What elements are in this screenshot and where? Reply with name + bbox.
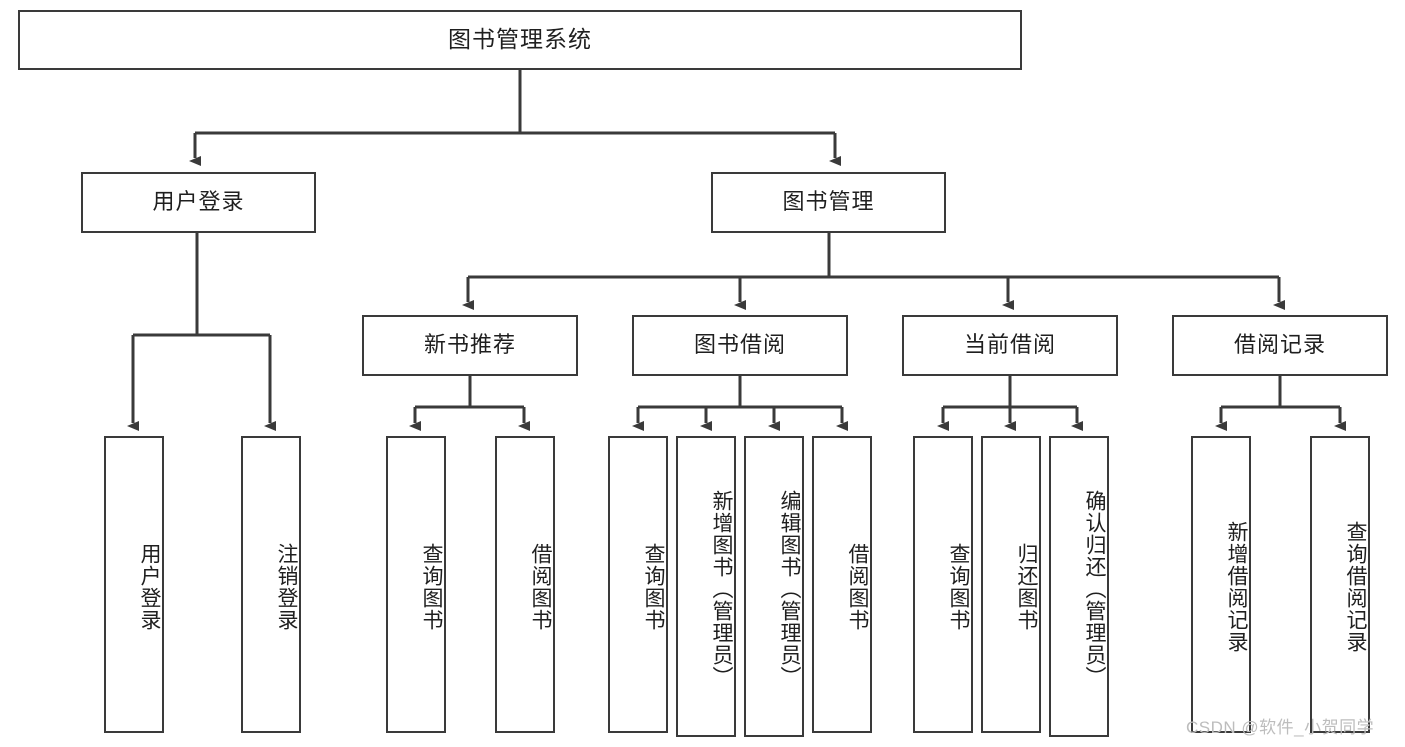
leaf-current-query-book[interactable]: 查询图书: [913, 436, 973, 733]
node-root-system[interactable]: 图书管理系统: [18, 10, 1022, 70]
leaf-borrow-borrow-book[interactable]: 借阅图书: [812, 436, 872, 733]
node-label: 注销登录: [275, 542, 298, 631]
node-label: 新增借阅记录: [1225, 520, 1248, 653]
node-label: 确认归还（管理员）: [1083, 489, 1106, 688]
csdn-watermark: CSDN @软件_小贺同学: [1186, 718, 1375, 737]
node-label: 当前借阅: [963, 332, 1056, 358]
node-label: 借阅记录: [1233, 332, 1326, 358]
node-new-book-recommend[interactable]: 新书推荐: [362, 315, 578, 376]
leaf-new-book-query[interactable]: 查询图书: [386, 436, 446, 733]
node-label: 图书管理: [782, 189, 875, 215]
node-label: 归还图书: [1015, 542, 1038, 631]
node-label: 用户登录: [152, 189, 245, 215]
node-label: 用户登录: [138, 542, 161, 631]
node-current-borrow[interactable]: 当前借阅: [902, 315, 1118, 376]
node-label: 查询图书: [642, 542, 665, 631]
leaf-current-confirm-return-admin[interactable]: 确认归还（管理员）: [1049, 436, 1109, 737]
node-label: 新增图书（管理员）: [710, 489, 733, 688]
node-label: 借阅图书: [529, 542, 552, 631]
node-label: 查询借阅记录: [1344, 520, 1367, 653]
leaf-user-login[interactable]: 用户登录: [104, 436, 164, 733]
leaf-new-book-borrow[interactable]: 借阅图书: [495, 436, 555, 733]
node-book-management[interactable]: 图书管理: [711, 172, 946, 233]
node-label: 查询图书: [947, 542, 970, 631]
leaf-record-query[interactable]: 查询借阅记录: [1310, 436, 1370, 733]
leaf-current-return-book[interactable]: 归还图书: [981, 436, 1041, 733]
leaf-borrow-add-book-admin[interactable]: 新增图书（管理员）: [676, 436, 736, 737]
leaf-borrow-edit-book-admin[interactable]: 编辑图书（管理员）: [744, 436, 804, 737]
node-book-borrow[interactable]: 图书借阅: [632, 315, 848, 376]
leaf-user-logout[interactable]: 注销登录: [241, 436, 301, 733]
node-label: 图书管理系统: [448, 26, 592, 53]
node-label: 借阅图书: [846, 542, 869, 631]
node-user-login[interactable]: 用户登录: [81, 172, 316, 233]
node-label: 查询图书: [420, 542, 443, 631]
node-borrow-record[interactable]: 借阅记录: [1172, 315, 1388, 376]
node-label: 编辑图书（管理员）: [778, 489, 801, 688]
node-label: 新书推荐: [423, 332, 516, 358]
leaf-record-add[interactable]: 新增借阅记录: [1191, 436, 1251, 733]
leaf-borrow-query-book[interactable]: 查询图书: [608, 436, 668, 733]
node-label: 图书借阅: [693, 332, 786, 358]
